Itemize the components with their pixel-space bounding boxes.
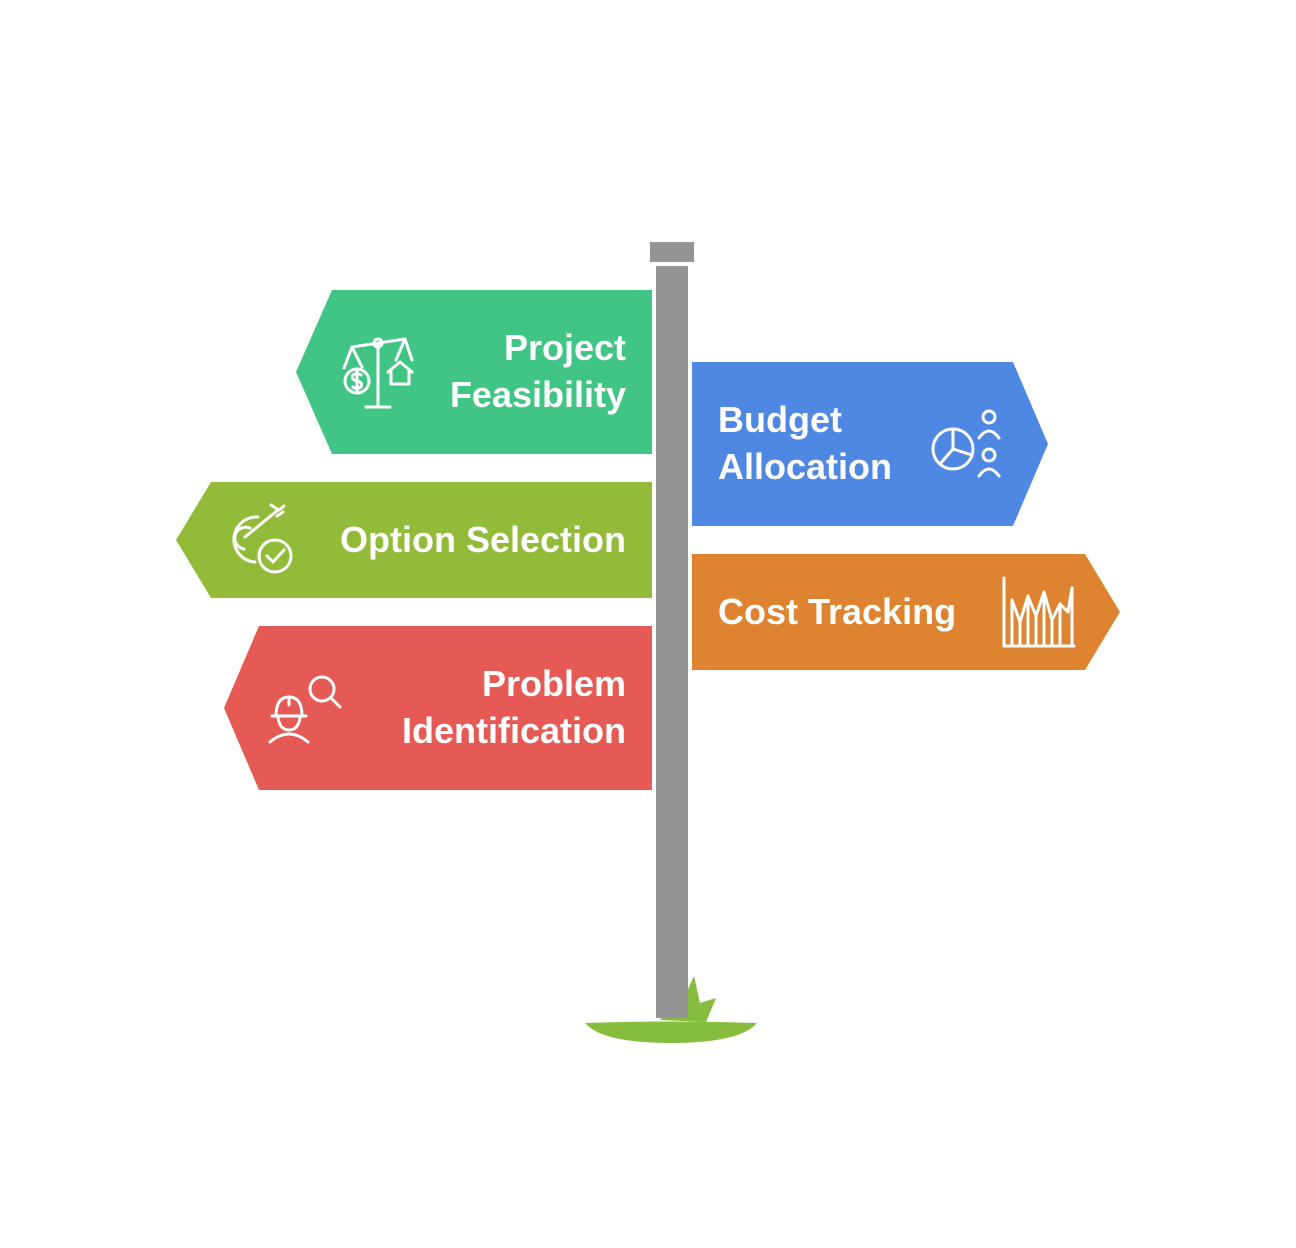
sign-label-line: Allocation	[718, 446, 893, 487]
sign-label-cost-tracking: Cost Tracking	[718, 588, 988, 635]
sign-option-selection	[176, 482, 652, 598]
bar-chart-icon	[1002, 576, 1076, 648]
pie-chart-people-icon	[931, 409, 1001, 478]
sign-cost-tracking	[692, 554, 1120, 670]
sign-label-option-selection: Option Selection	[300, 516, 626, 563]
sign-project-feasibility	[296, 290, 652, 454]
scale-money-house-icon	[342, 337, 414, 409]
sign-label-line: Option Selection	[339, 519, 626, 560]
sign-project-feasibility-board	[296, 290, 652, 454]
grass-mound	[585, 1021, 757, 1043]
sign-label-line: Cost Tracking	[718, 591, 957, 632]
worker-search-icon	[268, 675, 342, 744]
sign-label-line: Feasibility	[449, 374, 626, 415]
sign-label-problem-identification: Problem Identification	[360, 660, 626, 754]
sign-label-budget-allocation: Budget Allocation	[718, 396, 928, 490]
sign-budget-allocation	[692, 362, 1048, 526]
sign-problem-identification	[224, 626, 652, 790]
sign-label-line: Budget	[718, 399, 842, 440]
sign-label-line: Problem	[481, 663, 626, 704]
pole-cap	[650, 242, 694, 262]
sign-label-project-feasibility: Project Feasibility	[380, 324, 626, 418]
sign-label-line: Identification	[402, 710, 626, 751]
pole	[656, 266, 688, 1018]
sign-budget-allocation-board	[692, 362, 1048, 526]
target-check-icon	[232, 503, 293, 574]
sign-option-selection-board	[176, 482, 652, 598]
sign-label-line: Project	[503, 327, 626, 368]
sign-problem-identification-board	[224, 626, 652, 790]
